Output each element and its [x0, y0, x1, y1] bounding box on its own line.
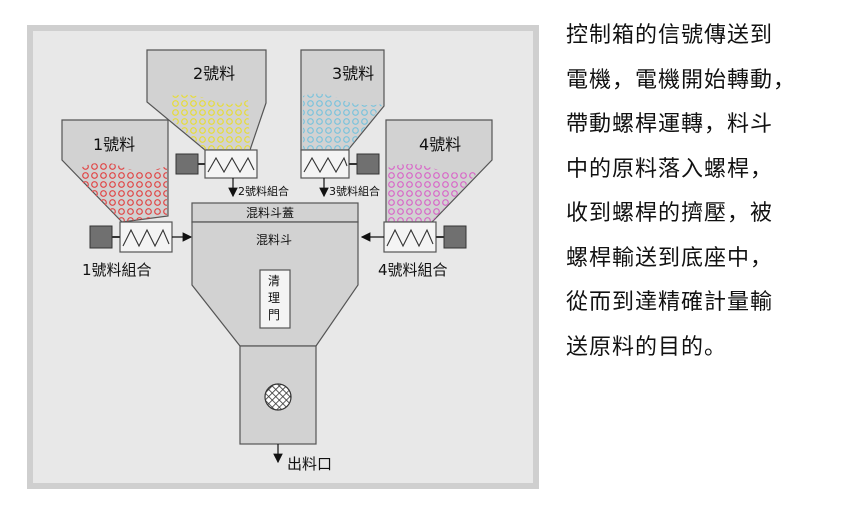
- hopper-1-material: [80, 162, 167, 222]
- description-line: 收到螺桿的擠壓，被: [566, 201, 774, 226]
- cleaning-door-line-2: 理: [268, 291, 280, 305]
- hopper-1-label: 1號料: [93, 135, 135, 154]
- mixer-hopper: 混料斗蓋 混料斗 清 理 門: [191, 202, 359, 347]
- cleaning-door-line-1: 清: [268, 274, 280, 288]
- description-line: 帶動螺桿運轉，料斗: [566, 112, 774, 137]
- assembly-1: 1號料組合: [82, 221, 193, 279]
- assembly-3: 3號料組合: [300, 149, 380, 198]
- hopper-4-label: 4號料: [419, 135, 461, 154]
- mixer-hopper-label: 混料斗: [256, 233, 292, 247]
- assembly-2: 2號料組合: [175, 149, 289, 198]
- assembly-3-label: 3號料組合: [329, 184, 380, 198]
- description-line: 中的原料落入螺桿，: [566, 156, 774, 182]
- motor-3: [356, 153, 380, 175]
- mesh-screen: [264, 383, 292, 411]
- cleaning-door-line-3: 門: [268, 308, 280, 322]
- assembly-4: 4號料組合: [360, 221, 467, 279]
- hopper-2: 2號料: [146, 49, 267, 151]
- assembly-4-label: 4號料組合: [378, 261, 448, 279]
- mixer-lid-label: 混料斗蓋: [246, 206, 294, 220]
- motor-4: [443, 225, 467, 249]
- description-text: 控制箱的信號傳送到 電機，電機開始轉動， 帶動螺桿運轉，料斗 中的原料落入螺桿，…: [566, 14, 846, 370]
- description-line: 螺桿輸送到底座中，: [566, 245, 774, 271]
- outlet-base: 出料口: [239, 345, 332, 473]
- description-line: 送原料的目的。: [566, 334, 728, 360]
- hopper-2-material: [170, 94, 250, 150]
- hopper-3: 3號料: [300, 49, 385, 151]
- motor-1: [89, 225, 113, 249]
- cleaning-door: [259, 269, 291, 329]
- hopper-4-material: [387, 164, 480, 222]
- hopper-1: 1號料: [61, 119, 169, 223]
- outlet-label: 出料口: [287, 455, 332, 473]
- hopper-3-label: 3號料: [332, 64, 374, 83]
- description-line: 電機，電機開始轉動，: [566, 67, 797, 93]
- feeder-diagram: 2號料 2號料組合 3號料 3號料組合 1號料 1號料組合: [27, 25, 539, 489]
- hopper-2-label: 2號料: [193, 64, 235, 83]
- description-line: 控制箱的信號傳送到: [566, 23, 774, 48]
- assembly-2-label: 2號料組合: [238, 184, 289, 198]
- motor-2: [175, 153, 199, 175]
- assembly-1-label: 1號料組合: [82, 261, 152, 279]
- hopper-4: 4號料: [385, 119, 493, 223]
- description-line: 從而到達精確計量輸: [566, 290, 774, 315]
- hopper-3-material: [303, 93, 383, 150]
